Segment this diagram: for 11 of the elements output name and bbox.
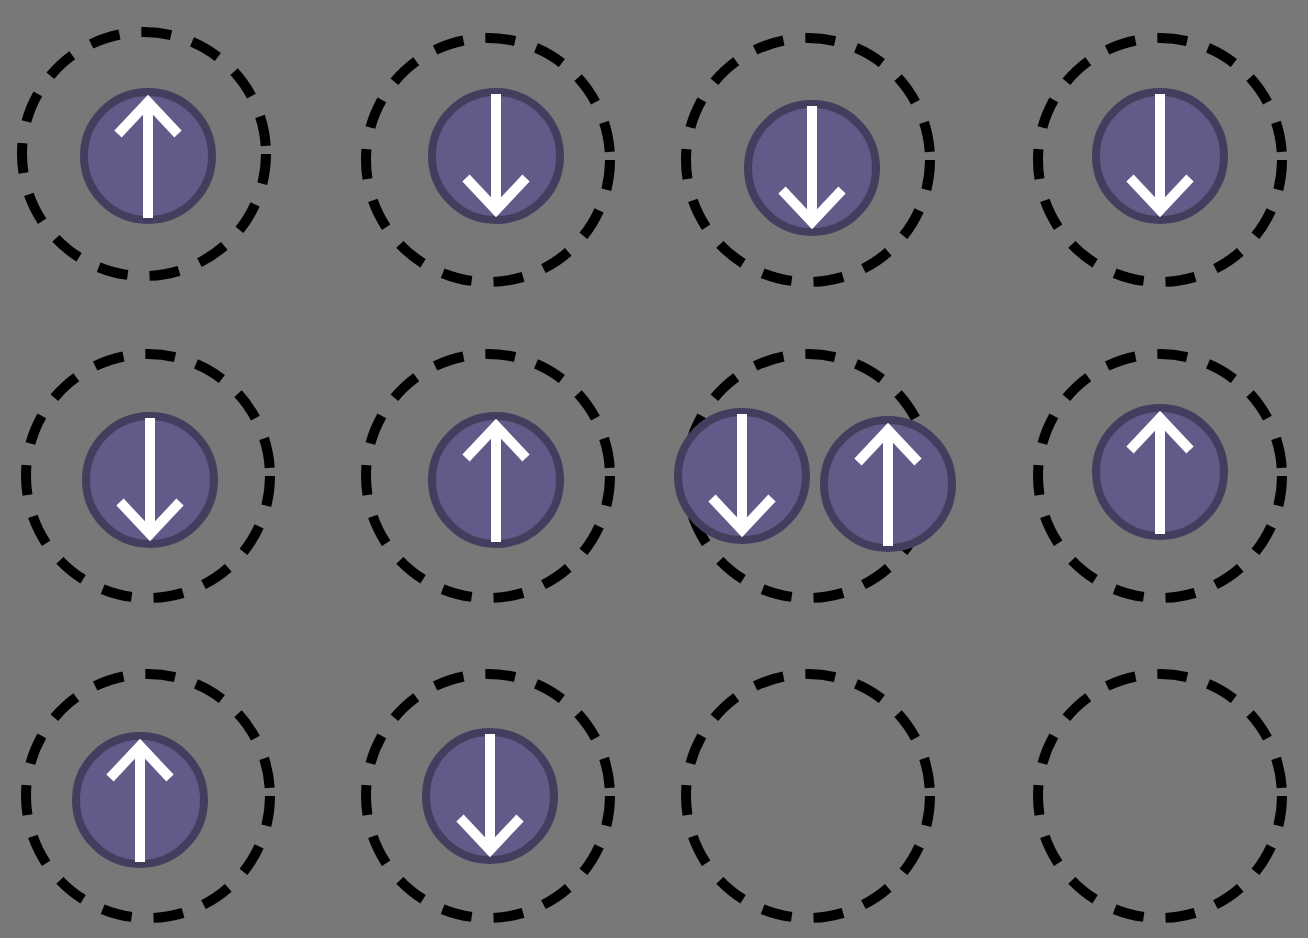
dashed-circle [20, 348, 276, 604]
dashed-circle [1032, 348, 1288, 604]
dashed-circle [20, 668, 276, 924]
dashed-circle [360, 32, 616, 288]
dashed-circle [360, 348, 616, 604]
dashed-circle [680, 668, 936, 924]
dashed-circle [360, 668, 616, 924]
dashed-circle [1032, 668, 1288, 924]
dashed-circle [1032, 32, 1288, 288]
dashed-circle [680, 32, 936, 288]
dashed-circle [16, 26, 272, 282]
